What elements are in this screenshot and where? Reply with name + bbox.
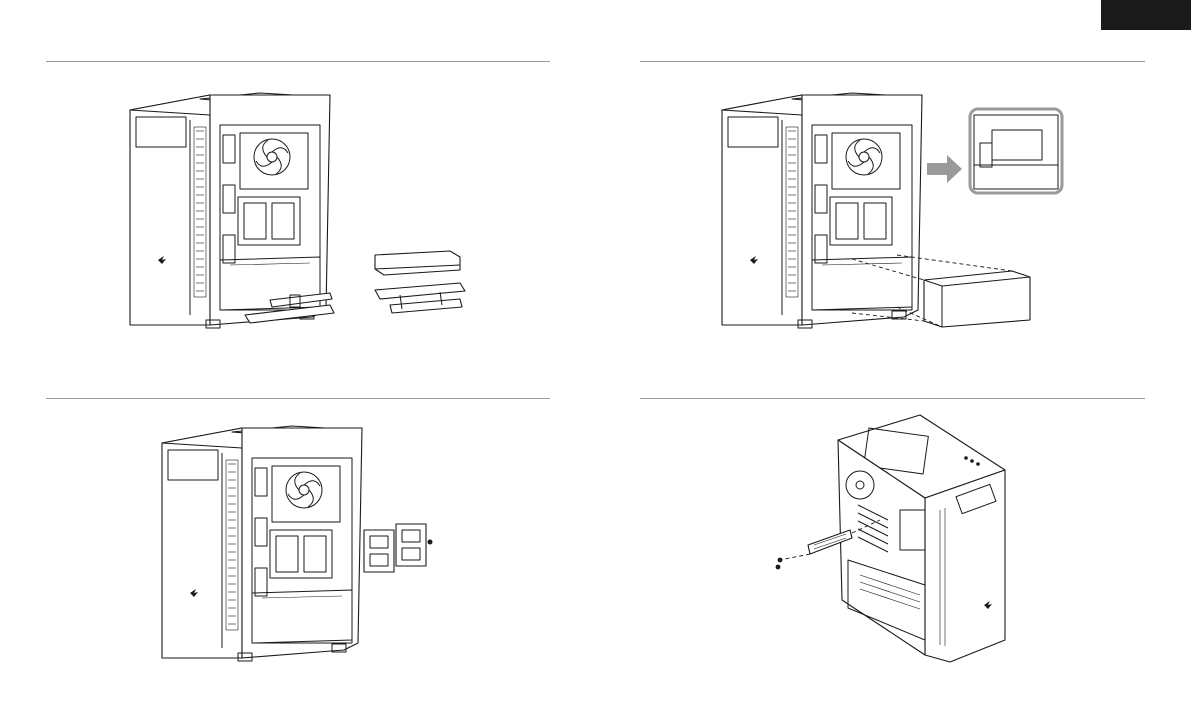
- step-3-illustration: [152, 420, 452, 670]
- step-4-illustration: [770, 410, 1020, 670]
- case-drawing-2: [722, 93, 922, 328]
- hard-drive: [375, 251, 460, 275]
- ssd-bracket: [364, 524, 433, 572]
- case-drawing-4: [838, 415, 1005, 662]
- step-2-illustration: [712, 85, 1072, 345]
- loose-tray: [375, 283, 465, 313]
- step-1-illustration: [120, 85, 480, 345]
- section-rule-2: [640, 61, 1145, 62]
- section-rule-3: [46, 398, 550, 399]
- arrow-right-icon: [927, 155, 962, 183]
- screw-icon: [428, 540, 433, 545]
- psu-box: [924, 271, 1030, 327]
- page-tab: [1101, 0, 1191, 30]
- section-rule-4: [640, 398, 1145, 399]
- screw-icon: [776, 565, 781, 570]
- case-drawing-3: [162, 426, 362, 661]
- screw-icon: [778, 558, 783, 563]
- section-rule-1: [46, 61, 550, 62]
- detail-inset: [970, 109, 1062, 193]
- case-drawing-1: [130, 93, 330, 328]
